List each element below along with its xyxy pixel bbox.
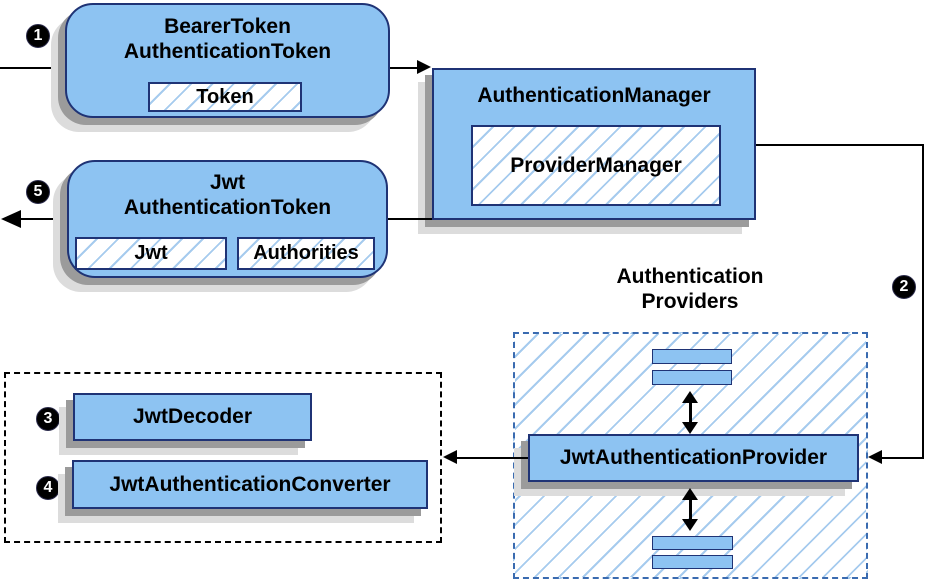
arrowhead-into-providers [868,450,882,464]
node-jwt-authentication-provider: JwtAuthenticationProvider [528,434,859,482]
step-3-badge: 3 [36,407,60,431]
provider-stack-bar-top-2 [652,370,732,385]
connector-bearer-to-manager [390,67,419,69]
step-2-badge: 2 [892,275,916,299]
connector-request-in [0,67,66,69]
arrowhead-into-decoder-group [443,450,457,464]
double-arrow-bottom-down-head [682,519,698,531]
connector-into-providers-h [878,457,924,459]
providers-label-line1: Authentication [616,265,764,288]
double-arrow-bottom-up-head [682,488,698,500]
decoder-group-container [4,372,442,543]
connector-manager-out-v [922,144,924,459]
connector-manager-out-h [756,144,924,146]
jwt-chip: Jwt [75,237,227,270]
jwt-token-title-line1: Jwt [209,171,245,194]
double-arrow-top-stem [688,400,692,425]
connector-jwt-token-out [14,218,68,220]
authentication-manager-title: AuthenticationManager [477,84,711,107]
authentication-providers-label: Authentication Providers [555,264,825,314]
token-chip: Token [148,82,302,112]
provider-manager-chip: ProviderManager [471,125,721,206]
bearer-token-title-line1: BearerToken [164,15,291,38]
double-arrow-top [682,391,698,434]
step-5-badge: 5 [26,180,50,204]
node-jwt-decoder: JwtDecoder [73,393,312,441]
providers-label-line2: Providers [641,290,739,313]
authorities-chip: Authorities [237,237,375,270]
double-arrow-bottom-stem [688,497,692,522]
provider-stack-bar-top-1 [652,349,732,364]
provider-stack-bar-bottom-1 [652,536,733,550]
connector-manager-to-jwt-token [388,218,432,220]
node-jwt-authentication-converter: JwtAuthenticationConverter [72,460,428,509]
double-arrow-bottom [682,488,698,531]
step-1-badge: 1 [26,24,50,48]
jwt-token-title-line2: AuthenticationToken [123,196,332,219]
provider-stack-bar-bottom-2 [652,555,733,569]
double-arrow-top-up-head [682,391,698,403]
double-arrow-top-down-head [682,422,698,434]
bearer-token-title-line2: AuthenticationToken [123,40,332,63]
arrowhead-response-out [1,210,21,228]
step-4-badge: 4 [36,476,60,500]
connector-provider-to-decoder [449,457,528,459]
arrowhead-into-manager [417,60,431,74]
